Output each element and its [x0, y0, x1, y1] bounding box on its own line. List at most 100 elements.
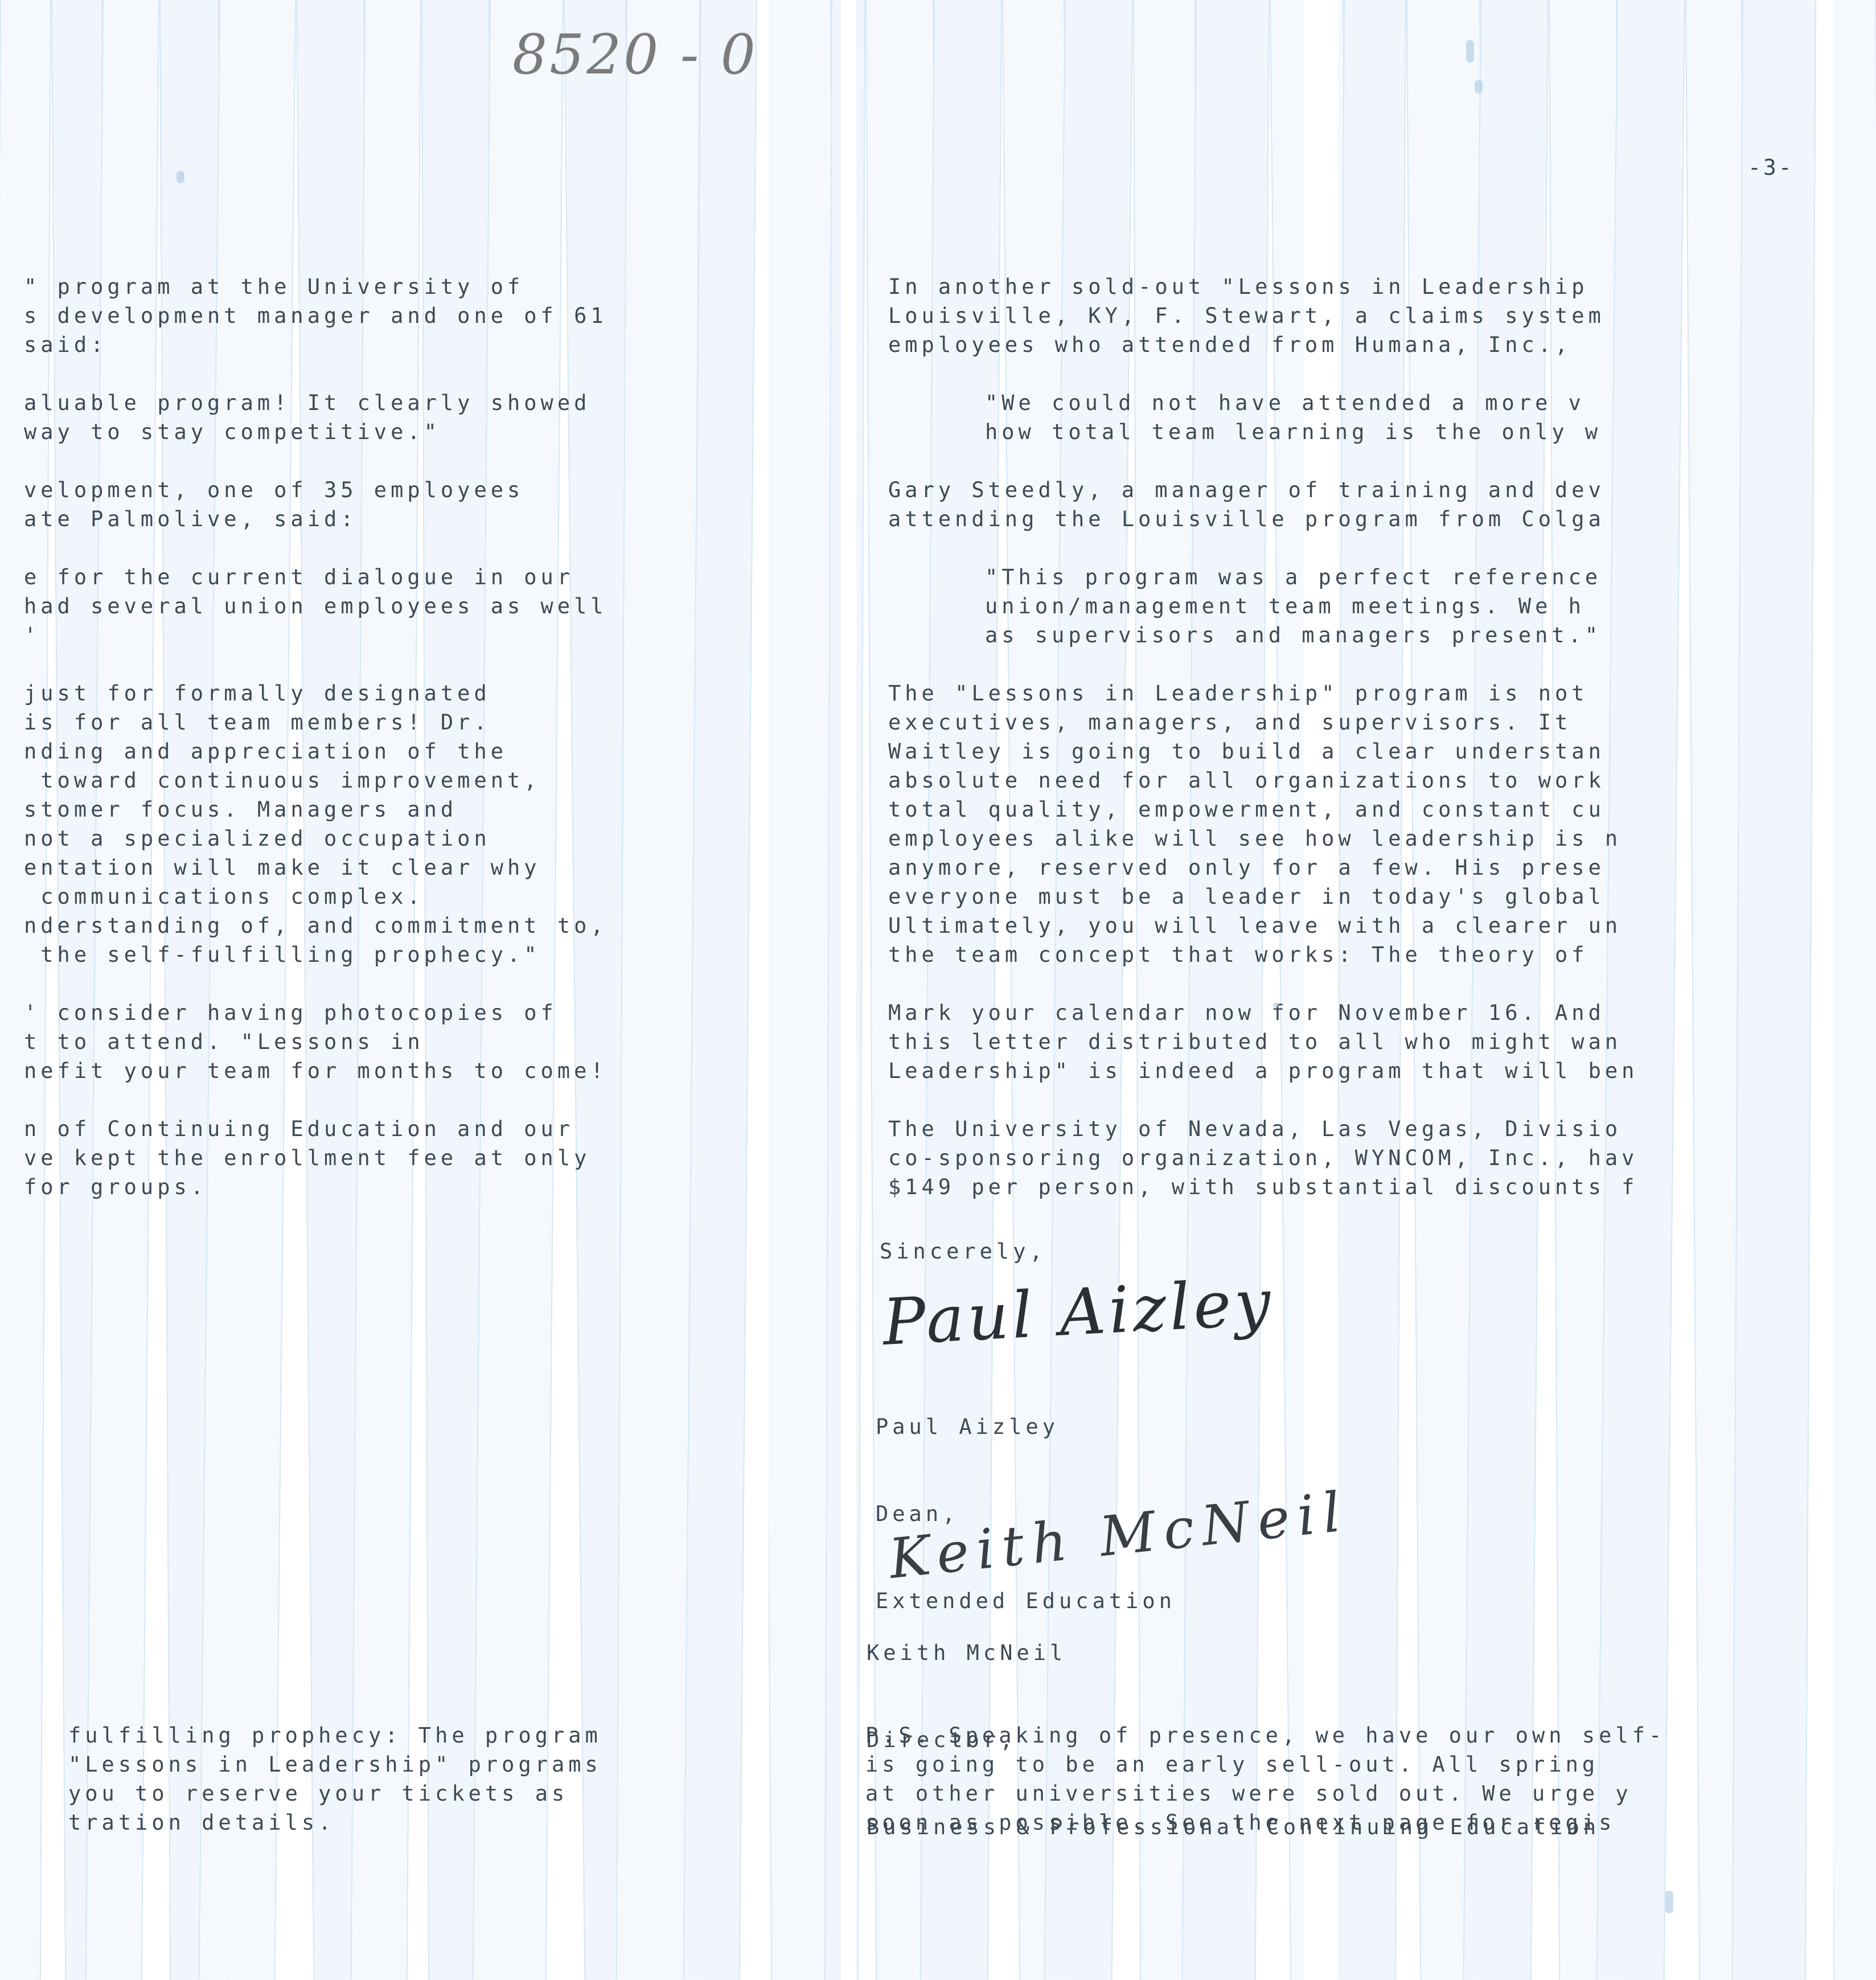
- text-line: Waitley is going to build a clear unders…: [888, 739, 1605, 764]
- paragraph: just for formally designated is for all t…: [24, 679, 607, 969]
- text-line: union/management team meetings. We h: [985, 594, 1585, 618]
- text-line: the self-fulfilling prophecy.": [24, 942, 541, 967]
- text-line: stomer focus. Managers and: [24, 797, 458, 822]
- signer2-department: Business & Professional Continuing Educa…: [867, 1815, 1600, 1839]
- text-line: ve kept the enrollment fee at only: [24, 1146, 591, 1170]
- paragraph: " program at the University of s developm…: [24, 272, 607, 359]
- postscript: P.S. Speaking of presence, we have our o…: [865, 1721, 1665, 1837]
- paragraph: aluable program! It clearly showed way to…: [24, 388, 607, 446]
- signer1-block: Paul Aizley Dean, Extended Education: [876, 1354, 1176, 1674]
- text-line: fulfilling prophecy: The program: [68, 1723, 602, 1748]
- paragraph: Gary Steedly, a manager of training and …: [888, 475, 1638, 534]
- text-line: said:: [24, 333, 108, 357]
- text-line: " program at the University of: [24, 274, 524, 299]
- text-line: total quality, empowerment, and constant…: [888, 797, 1605, 822]
- signer2-name: Keith McNeil: [867, 1641, 1067, 1665]
- text-line: "This program was a perfect reference: [985, 565, 1602, 589]
- paragraph: ' consider having photocopies of t to att…: [24, 998, 607, 1085]
- signer2-title: Director,: [867, 1728, 1017, 1752]
- text-line: communications complex.: [24, 884, 424, 909]
- signer1-name: Paul Aizley: [876, 1415, 1060, 1439]
- paragraph: "This program was a perfect reference uni…: [888, 563, 1638, 650]
- text-line: Leadership" is indeed a program that wil…: [888, 1059, 1639, 1083]
- text-line: for groups.: [24, 1175, 208, 1199]
- text-line: is for all team members! Dr.: [24, 710, 491, 735]
- text-line: how total team learning is the only w: [985, 420, 1602, 444]
- text-line: soon as possible. See the next page for …: [865, 1810, 1616, 1835]
- text-line: e for the current dialogue in our: [24, 565, 574, 589]
- text-line: aluable program! It clearly showed: [24, 391, 591, 415]
- signer1-title: Dean,: [876, 1502, 959, 1526]
- left-postscript-fragment: fulfilling prophecy: The program "Lessons…: [68, 1721, 602, 1837]
- text-line: ate Palmolive, said:: [24, 507, 358, 531]
- paper-fleck: [176, 171, 184, 183]
- text-line: ' consider having photocopies of: [24, 1001, 557, 1025]
- text-line: t to attend. "Lessons in: [24, 1030, 424, 1054]
- text-line: Louisville, KY, F. Stewart, a claims sys…: [888, 304, 1605, 328]
- text-line: nding and appreciation of the: [24, 739, 508, 764]
- text-line: not a specialized occupation: [24, 826, 491, 851]
- strip-gap: [757, 0, 769, 1980]
- text-line: is going to be an early sell-out. All sp…: [865, 1752, 1599, 1777]
- text-line: "Lessons in Leadership" programs: [68, 1752, 602, 1777]
- closing-salutation: Sincerely,: [880, 1239, 1046, 1264]
- signer1-department: Extended Education: [876, 1589, 1176, 1613]
- text-line: absolute need for all organizations to w…: [888, 768, 1605, 793]
- text-line: employees alike will see how leadership …: [888, 826, 1622, 851]
- text-line: In another sold-out "Lessons in Leadersh…: [888, 274, 1588, 299]
- text-line: s development manager and one of 61: [24, 304, 607, 328]
- text-line: "We could not have attended a more v: [985, 391, 1585, 415]
- text-line: $149 per person, with substantial discou…: [888, 1175, 1639, 1199]
- paragraph: n of Continuing Education and our ve kept…: [24, 1114, 607, 1202]
- strip-gap: [1816, 0, 1833, 1980]
- handwritten-reference-note: 8520 - 0: [512, 23, 758, 87]
- text-line: toward continuous improvement,: [24, 768, 541, 793]
- text-line: The University of Nevada, Las Vegas, Div…: [888, 1117, 1622, 1141]
- text-line: P.S. Speaking of presence, we have our o…: [865, 1723, 1666, 1748]
- text-line: The "Lessons in Leadership" program is n…: [888, 681, 1588, 706]
- paragraph: velopment, one of 35 employees ate Palmol…: [24, 475, 607, 534]
- paragraph: "We could not have attended a more v how …: [888, 388, 1638, 446]
- paper-fleck: [1665, 1891, 1673, 1913]
- text-line: employees who attended from Humana, Inc.…: [888, 333, 1572, 357]
- paragraph: The University of Nevada, Las Vegas, Div…: [888, 1114, 1638, 1202]
- paragraph: Mark your calendar now for November 16. …: [888, 998, 1638, 1085]
- paper-strip: [1731, 0, 1816, 1980]
- text-line: anymore, reserved only for a few. His pr…: [888, 855, 1605, 880]
- paper-fleck: [1466, 40, 1474, 63]
- text-line: nefit your team for months to come!: [24, 1059, 607, 1083]
- text-line: just for formally designated: [24, 681, 491, 706]
- strip-gap: [841, 0, 856, 1980]
- signer2-block: Keith McNeil Director, Business & Profes…: [867, 1580, 1600, 1900]
- strip-gap: [1304, 0, 1338, 1980]
- text-line: Gary Steedly, a manager of training and …: [888, 478, 1605, 502]
- text-line: you to reserve your tickets as: [68, 1781, 569, 1806]
- paragraph: The "Lessons in Leadership" program is n…: [888, 679, 1638, 969]
- page-number: -3-: [1748, 155, 1794, 180]
- text-line: the team concept that works: The theory …: [888, 942, 1588, 967]
- text-line: had several union employees as well: [24, 594, 607, 618]
- text-line: at other universities were sold out. We …: [865, 1781, 1632, 1806]
- paragraph: In another sold-out "Lessons in Leadersh…: [888, 272, 1638, 359]
- text-line: attending the Louisville program from Co…: [888, 507, 1605, 531]
- text-line: Ultimately, you will leave with a cleare…: [888, 913, 1622, 938]
- paper-fleck: [1475, 80, 1483, 93]
- text-line: ': [24, 623, 41, 647]
- text-line: velopment, one of 35 employees: [24, 478, 524, 502]
- text-line: way to stay competitive.": [24, 420, 441, 444]
- right-column-text: In another sold-out "Lessons in Leadersh…: [888, 272, 1638, 1202]
- text-line: entation will make it clear why: [24, 855, 541, 880]
- text-line: this letter distributed to all who might…: [888, 1030, 1622, 1054]
- text-line: Mark your calendar now for November 16. …: [888, 1001, 1605, 1025]
- text-line: everyone must be a leader in today's glo…: [888, 884, 1605, 909]
- text-line: nderstanding of, and commitment to,: [24, 913, 607, 938]
- text-line: as supervisors and managers present.": [985, 623, 1602, 647]
- text-line: tration details.: [68, 1810, 335, 1835]
- text-line: co-sponsoring organization, WYNCOM, Inc.…: [888, 1146, 1639, 1170]
- left-column-text: " program at the University of s developm…: [24, 272, 607, 1202]
- paragraph: e for the current dialogue in our had sev…: [24, 563, 607, 650]
- text-line: executives, managers, and supervisors. I…: [888, 710, 1572, 735]
- paper-fleck: [1273, 1002, 1279, 1008]
- text-line: n of Continuing Education and our: [24, 1117, 574, 1141]
